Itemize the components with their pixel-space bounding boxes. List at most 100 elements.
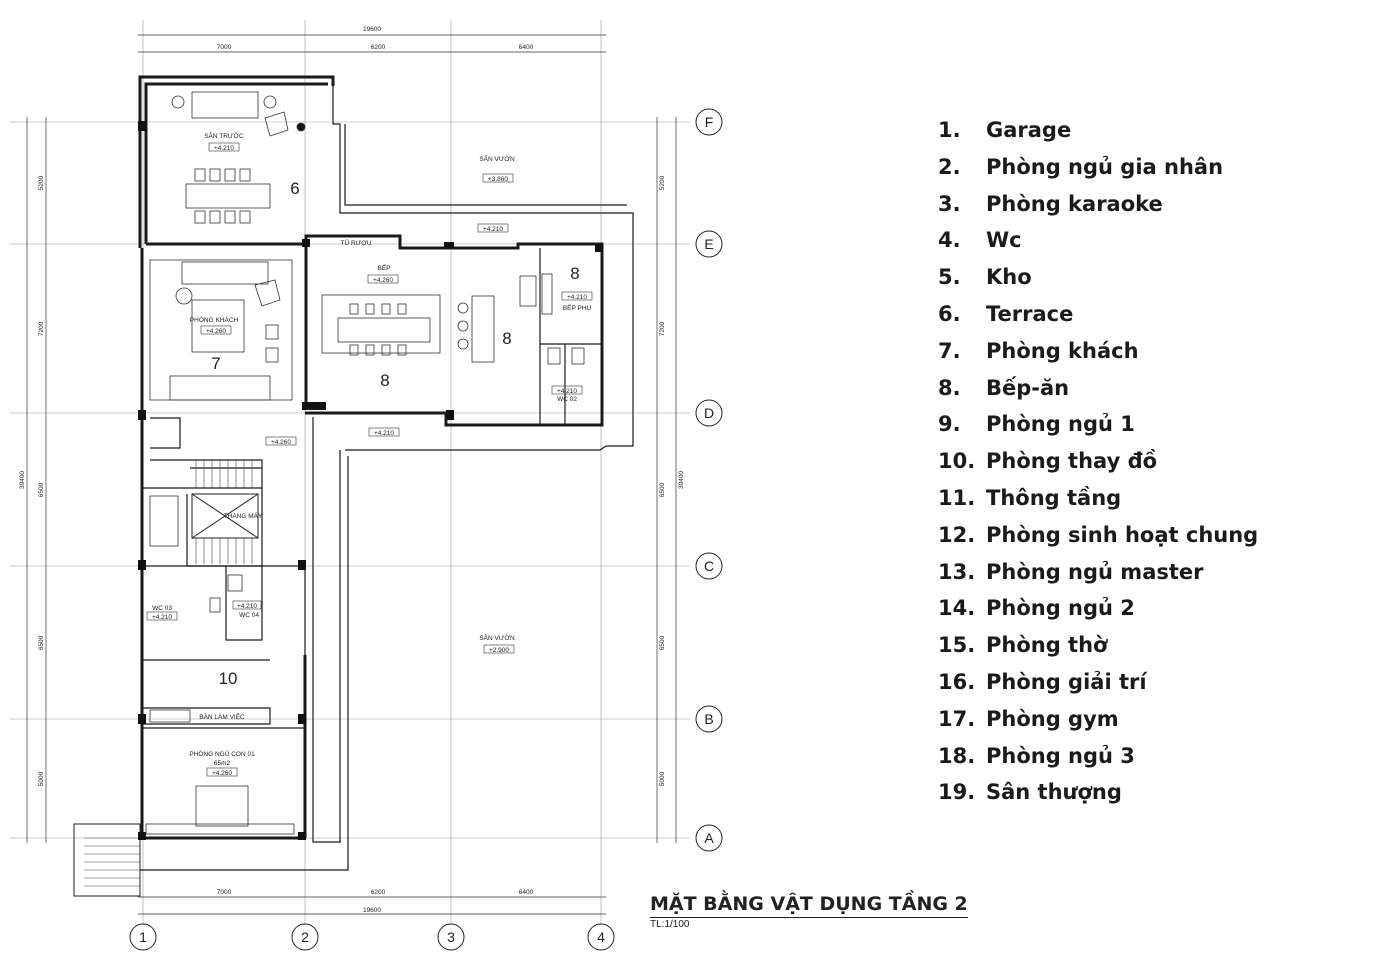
dim-left-total: 30400 xyxy=(19,471,26,489)
drawing-title: MẶT BẰNG VẬT DỤNG TẦNG 2 xyxy=(650,893,968,918)
grid-label-1: 1 xyxy=(139,929,147,945)
level-box xyxy=(206,767,238,777)
level-wc02: +4.210 xyxy=(557,388,577,395)
legend-number: 1. xyxy=(938,118,961,142)
level-san-truoc: +4.210 xyxy=(214,145,234,152)
legend-label: Wc xyxy=(986,228,1022,253)
legend-number: 4. xyxy=(938,228,961,253)
walls xyxy=(138,75,604,840)
legend-item: 8. Bếp-ăn xyxy=(938,370,1258,407)
dim-top-segment: 6200 xyxy=(371,44,386,51)
level-wc04: +4.210 xyxy=(237,603,257,610)
legend-item: 11. Thông tầng xyxy=(938,480,1258,517)
legend-number: 5. xyxy=(938,265,961,290)
legend-label: Bếp-ăn xyxy=(986,375,1070,400)
dim-right-segment: 7200 xyxy=(659,321,666,336)
grid-label-e: E xyxy=(704,236,713,252)
legend-number: 10. xyxy=(938,449,976,474)
level-bep: +4.260 xyxy=(373,277,393,284)
dim-right-segment: 5000 xyxy=(659,771,666,786)
level-san-vuon-main: +2.900 xyxy=(489,647,509,654)
legend-label: Phòng ngủ 3 xyxy=(986,743,1135,768)
level-box xyxy=(146,611,178,621)
legend-item: 6.Terrace xyxy=(938,296,1258,333)
dim-left-segment: 7200 xyxy=(38,321,45,336)
room-number-terrace: 6 xyxy=(290,179,299,198)
room-number-living: 7 xyxy=(211,354,220,373)
level-san-vuon-top: +3.860 xyxy=(488,176,508,183)
legend-item: 2. Phòng ngủ gia nhân xyxy=(938,149,1258,186)
legend-label: Kho xyxy=(986,265,1032,290)
level-bep-phu: +4.210 xyxy=(567,294,587,301)
grid-label-f: F xyxy=(705,114,714,130)
legend-item: 3.Phòng karaoke xyxy=(938,186,1258,223)
grid-label-c: C xyxy=(704,558,714,574)
room-number-kitchen: 8 xyxy=(502,329,511,348)
legend-number: 19. xyxy=(938,780,976,805)
legend-label: Phòng ngủ gia nhân xyxy=(986,154,1224,179)
legend-item: 17.Phòng gym xyxy=(938,701,1258,738)
legend-label: Sân thượng xyxy=(986,780,1122,805)
room-number-kitchen: 8 xyxy=(570,264,579,283)
grid-bubbles xyxy=(129,108,723,951)
legend-item: 10.Phòng thay đồ xyxy=(938,443,1258,480)
grid-bubble-b xyxy=(695,705,723,733)
level-hall: +4.260 xyxy=(271,439,291,446)
legend-label: Terrace xyxy=(986,301,1074,326)
dim-right-segment: 5200 xyxy=(659,175,666,190)
legend-number: 16. xyxy=(938,669,976,694)
legend-number: 2. xyxy=(938,154,961,179)
level-box xyxy=(483,644,515,654)
legend-number: 9. xyxy=(938,412,961,437)
legend-item: 16.Phòng giải trí xyxy=(938,664,1258,701)
legend-item: 14.Phòng ngủ 2 xyxy=(938,590,1258,627)
grid-lines xyxy=(10,20,690,925)
dim-left-segment: 5000 xyxy=(38,771,45,786)
legend-label: Thông tầng xyxy=(986,485,1122,510)
legend-label: Phòng karaoke xyxy=(986,191,1163,216)
legend-label: Phòng ngủ 1 xyxy=(986,412,1135,437)
level-phong-khach: +4.260 xyxy=(206,328,226,335)
level-box xyxy=(561,291,593,301)
legend-item: 7.Phòng khách xyxy=(938,333,1258,370)
grid-bubble-3 xyxy=(437,923,465,951)
legend-number: 17. xyxy=(938,706,976,731)
level-wc03: +4.210 xyxy=(152,614,172,621)
legend-item: 15.Phòng thờ xyxy=(938,627,1258,664)
legend-label: Phòng ngủ 2 xyxy=(986,596,1135,621)
floor-plan-drawing: 19600 7000 6200 6400 7000 6200 6400 1960… xyxy=(10,20,723,951)
legend-item: 13.Phòng ngủ master xyxy=(938,554,1258,591)
grid-bubble-d xyxy=(695,399,723,427)
level-phong-ngu-con: +4.260 xyxy=(212,770,232,777)
grid-bubble-2 xyxy=(291,923,319,951)
room-label-bep-phu: BẾP PHỤ xyxy=(563,302,592,312)
dimension-lines xyxy=(26,34,677,915)
level-box xyxy=(482,173,514,183)
furniture xyxy=(145,91,585,835)
dim-right-segment: 6500 xyxy=(659,482,666,497)
entry-stair-outline xyxy=(73,823,141,897)
legend-item: 5. Kho xyxy=(938,259,1258,296)
room-number-kitchen: 8 xyxy=(380,371,389,390)
legend-item: 4. Wc xyxy=(938,222,1258,259)
legend-item: 12.Phòng sinh hoạt chung xyxy=(938,517,1258,554)
legend-number: 18. xyxy=(938,743,976,768)
legend-number: 11. xyxy=(938,485,976,510)
legend-item: 18. Phòng ngủ 3 xyxy=(938,738,1258,775)
level-box xyxy=(200,325,232,335)
room-label-san-truoc: SÂN TRƯỚC xyxy=(204,131,244,140)
elevator-shaft xyxy=(191,493,259,539)
level-box xyxy=(477,223,509,233)
legend-number: 8. xyxy=(938,375,961,400)
dim-bottom-total: 19600 xyxy=(363,907,381,914)
grid-label-2: 2 xyxy=(301,929,309,945)
dim-right-total: 30400 xyxy=(678,471,685,489)
grid-label-4: 4 xyxy=(597,929,605,945)
legend-label: Phòng sinh hoạt chung xyxy=(986,522,1259,547)
grid-bubble-e xyxy=(695,230,723,258)
legend-label: Phòng ngủ master xyxy=(986,559,1204,584)
room-label-thang-may: THANG MÁY xyxy=(224,511,263,520)
room-legend: 1. Garage 2. Phòng ngủ gia nhân 3.Phòng ka… xyxy=(938,112,1258,811)
legend-label: Garage xyxy=(986,118,1072,142)
dim-left-segment: 6500 xyxy=(38,635,45,650)
